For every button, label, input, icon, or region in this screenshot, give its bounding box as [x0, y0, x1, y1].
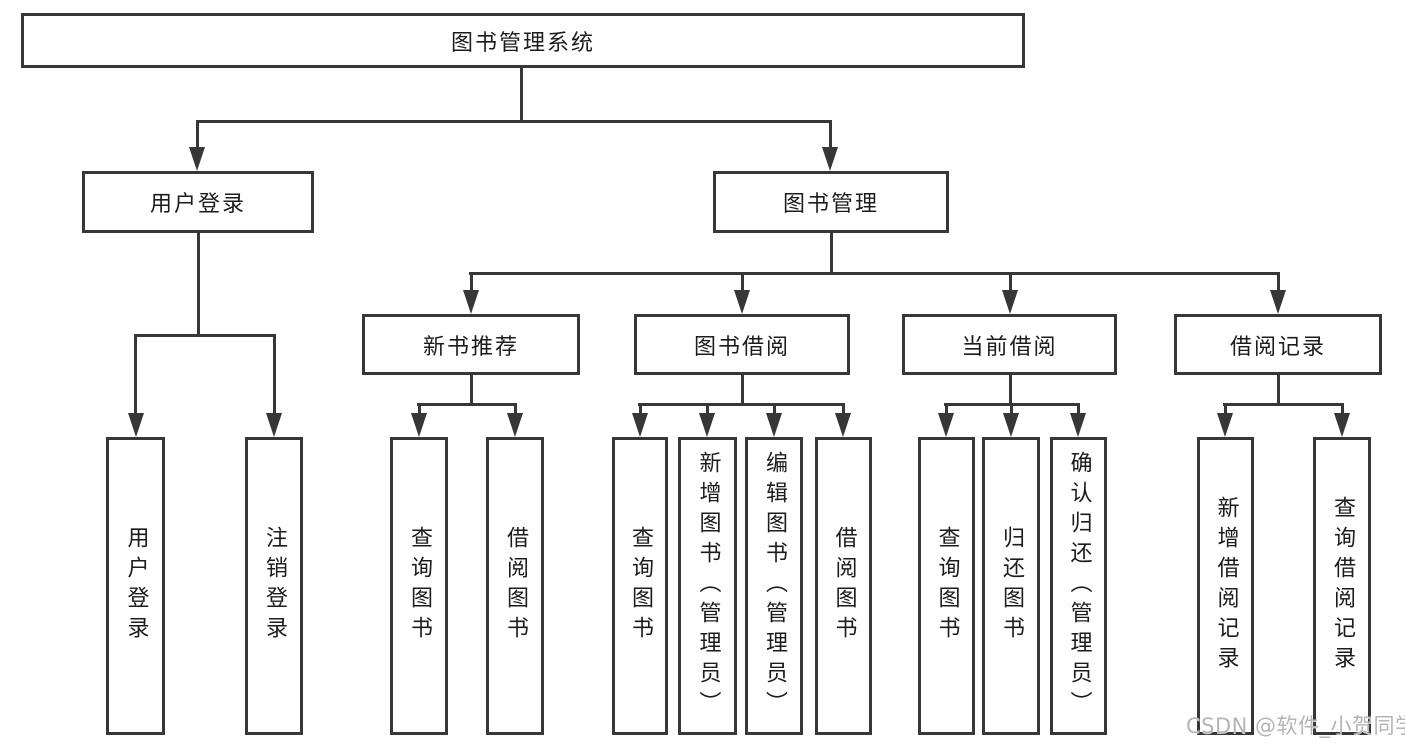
connector-arrowhead [822, 147, 838, 171]
connector-rail [134, 334, 276, 337]
connector-stem [197, 233, 200, 337]
node-root: 图书管理系统 [21, 13, 1025, 68]
node-current-borrow: 当前借阅 [902, 314, 1117, 375]
connector-shaft [418, 403, 421, 415]
leaf-borrow-books-label: 借阅图书 [831, 526, 857, 646]
connector-shaft [945, 403, 948, 415]
connector-arrowhead [1334, 413, 1350, 437]
connector-shaft [514, 403, 517, 415]
leaf-borrow-books: 借阅图书 [815, 437, 872, 735]
connector-rail [638, 403, 845, 406]
csdn-watermark: CSDN @软件_小贺同学 [1186, 714, 1405, 738]
node-user-login: 用户登录 [82, 171, 314, 233]
node-book-management-label: 图书管理 [782, 192, 879, 217]
connector-shaft [842, 403, 845, 415]
leaf-user-login: 用户登录 [106, 437, 165, 735]
node-borrow-records: 借阅记录 [1174, 314, 1382, 375]
leaf-query-books-current-label: 查询图书 [934, 526, 960, 646]
leaf-return-book: 归还图书 [982, 437, 1040, 735]
connector-shaft [273, 334, 276, 415]
connector-shaft [829, 120, 832, 149]
connector-rail [1223, 403, 1344, 406]
node-book-management: 图书管理 [713, 171, 949, 233]
connector-arrowhead [266, 413, 282, 437]
connector-arrowhead [699, 413, 715, 437]
connector-rail [469, 272, 1280, 275]
leaf-confirm-return-admin-label: 确认归还（管理员） [1066, 451, 1092, 721]
connector-stem [741, 375, 744, 406]
connector-stem [470, 375, 473, 406]
node-book-borrow: 图书借阅 [634, 314, 850, 375]
connector-shaft [1010, 403, 1013, 415]
connector-arrowhead [1070, 413, 1086, 437]
connector-shaft [1077, 403, 1080, 415]
connector-shaft [1224, 403, 1227, 415]
leaf-user-login-label: 用户登录 [123, 526, 149, 646]
connector-arrowhead [835, 413, 851, 437]
connector-stem [830, 233, 833, 275]
leaf-query-borrow-record-label: 查询借阅记录 [1330, 496, 1355, 676]
connector-shaft [741, 272, 744, 292]
leaf-query-books-current: 查询图书 [918, 437, 975, 735]
node-user-login-label: 用户登录 [149, 192, 246, 217]
connector-shaft [196, 120, 199, 149]
leaf-query-books-recommend: 查询图书 [390, 437, 448, 735]
connector-shaft [470, 272, 473, 292]
leaf-add-book-admin: 新增图书（管理员） [678, 437, 737, 735]
leaf-borrow-books-recommend: 借阅图书 [486, 437, 544, 735]
leaf-query-books-borrow: 查询图书 [612, 437, 668, 735]
connector-arrowhead [128, 413, 144, 437]
connector-arrowhead [1003, 413, 1019, 437]
leaf-edit-book-admin: 编辑图书（管理员） [745, 437, 803, 735]
connector-arrowhead [507, 413, 523, 437]
leaf-add-borrow-record: 新增借阅记录 [1197, 437, 1254, 735]
node-new-book-recommend-label: 新书推荐 [422, 334, 519, 360]
node-borrow-records-label: 借阅记录 [1229, 334, 1326, 360]
leaf-edit-book-admin-label: 编辑图书（管理员） [762, 451, 787, 721]
node-book-borrow-label: 图书借阅 [693, 334, 790, 360]
connector-arrowhead [632, 413, 648, 437]
connector-shaft [773, 403, 776, 415]
connector-shaft [1341, 403, 1344, 415]
connector-root-rail [196, 120, 832, 123]
connector-arrowhead [1002, 290, 1018, 314]
connector-arrowhead [1217, 413, 1233, 437]
connector-stem [1277, 375, 1280, 406]
connector-arrowhead [1270, 290, 1286, 314]
connector-arrowhead [189, 147, 205, 171]
connector-shaft [1277, 272, 1280, 292]
leaf-borrow-books-recommend-label: 借阅图书 [503, 526, 528, 646]
leaf-query-books-recommend-label: 查询图书 [407, 526, 432, 646]
leaf-logout: 注销登录 [245, 437, 303, 735]
connector-arrowhead [938, 413, 954, 437]
leaf-add-borrow-record-label: 新增借阅记录 [1213, 496, 1239, 676]
connector-rail [417, 403, 517, 406]
leaf-query-books-borrow-label: 查询图书 [628, 526, 653, 646]
leaf-logout-label: 注销登录 [262, 526, 287, 646]
connector-shaft [1009, 272, 1012, 292]
connector-shaft [639, 403, 642, 415]
connector-arrowhead [766, 413, 782, 437]
leaf-query-borrow-record: 查询借阅记录 [1313, 437, 1371, 735]
connector-root-stem [520, 68, 523, 123]
connector-stem [1009, 375, 1012, 406]
connector-shaft [134, 334, 137, 415]
connector-arrowhead [734, 290, 750, 314]
node-root-label: 图书管理系统 [450, 30, 595, 56]
connector-arrowhead [463, 290, 479, 314]
connector-arrowhead [411, 413, 427, 437]
leaf-confirm-return-admin: 确认归还（管理员） [1050, 437, 1107, 735]
node-current-borrow-label: 当前借阅 [961, 334, 1058, 360]
leaf-add-book-admin-label: 新增图书（管理员） [695, 451, 721, 721]
node-new-book-recommend: 新书推荐 [362, 314, 580, 375]
leaf-return-book-label: 归还图书 [999, 526, 1024, 646]
connector-shaft [706, 403, 709, 415]
